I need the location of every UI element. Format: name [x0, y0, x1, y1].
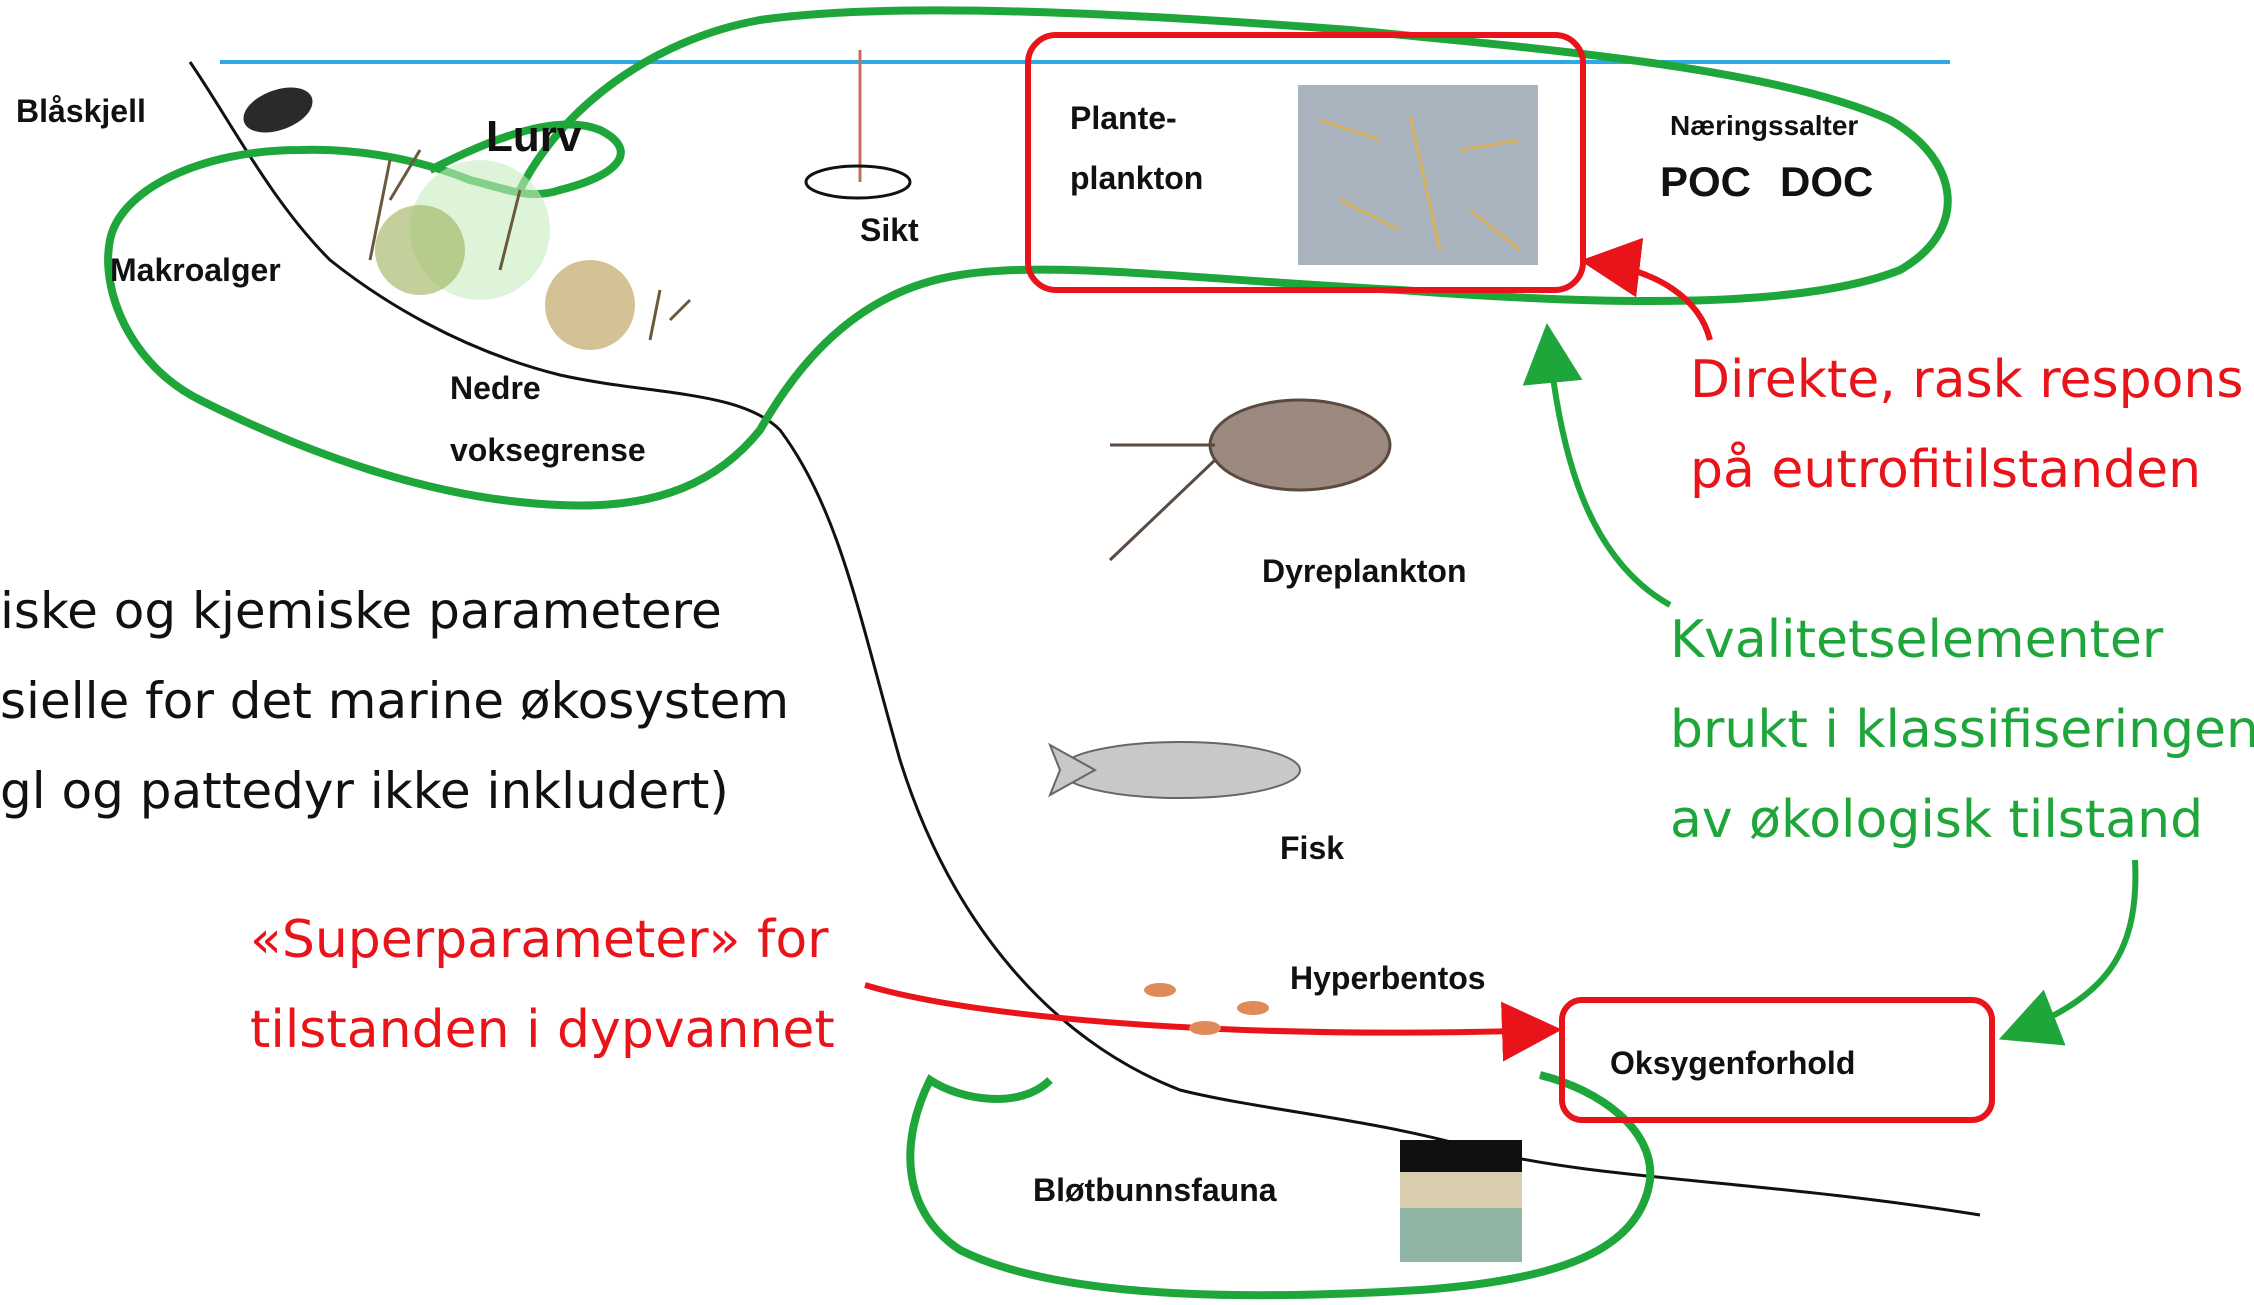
note-left-line3: gl og pattedyr ikke inkludert) — [0, 762, 729, 820]
phytoplankton-image — [1298, 85, 1538, 265]
fish-icon — [1050, 742, 1300, 798]
note-direkte-line2: på eutrofitilstanden — [1690, 440, 2201, 500]
label-hyperbentos: Hyperbentos — [1290, 960, 1486, 997]
label-blotbunnsfauna: Bløtbunnsfauna — [1033, 1172, 1277, 1209]
label-makroalger: Makroalger — [110, 252, 281, 289]
zooplankton-icon — [1110, 400, 1390, 560]
note-left-line1: iske og kjemiske parametere — [0, 582, 722, 640]
mussel-icon — [237, 79, 318, 141]
note-kvalitet-line3: av økologisk tilstand — [1670, 790, 2203, 850]
label-plankton: plankton — [1070, 160, 1203, 197]
label-fisk: Fisk — [1280, 830, 1344, 867]
label-nedre: Nedre — [450, 370, 541, 407]
note-left-line2: sielle for det marine økosystem — [0, 672, 789, 730]
sediment-core-image — [1400, 1140, 1522, 1262]
label-lurv: Lurv — [486, 112, 581, 162]
note-direkte-line1: Direkte, rask respons — [1690, 350, 2243, 410]
note-kvalitet-line1: Kvalitetselementer — [1670, 610, 2163, 670]
arrow-kvalitet-to-plankton — [1548, 335, 1670, 605]
label-voksegrense: voksegrense — [450, 432, 646, 469]
arrow-kvalitet-to-oksygen — [2010, 860, 2135, 1035]
label-blaaskjell: Blåskjell — [16, 93, 146, 130]
label-oksygenforhold: Oksygenforhold — [1610, 1045, 1855, 1082]
label-sikt: Sikt — [860, 212, 919, 249]
note-kvalitet-line2: brukt i klassifiseringen — [1670, 700, 2254, 760]
label-dyreplankton: Dyreplankton — [1262, 553, 1466, 590]
label-plante: Plante- — [1070, 100, 1177, 137]
label-doc: DOC — [1780, 158, 1873, 206]
note-super-line2: tilstanden i dypvannet — [250, 1000, 835, 1060]
note-super-line1: «Superparameter» for — [250, 910, 829, 970]
label-naeringssalter: Næringssalter — [1670, 110, 1858, 142]
secchi-disk-icon — [806, 166, 910, 198]
label-poc: POC — [1660, 158, 1751, 206]
